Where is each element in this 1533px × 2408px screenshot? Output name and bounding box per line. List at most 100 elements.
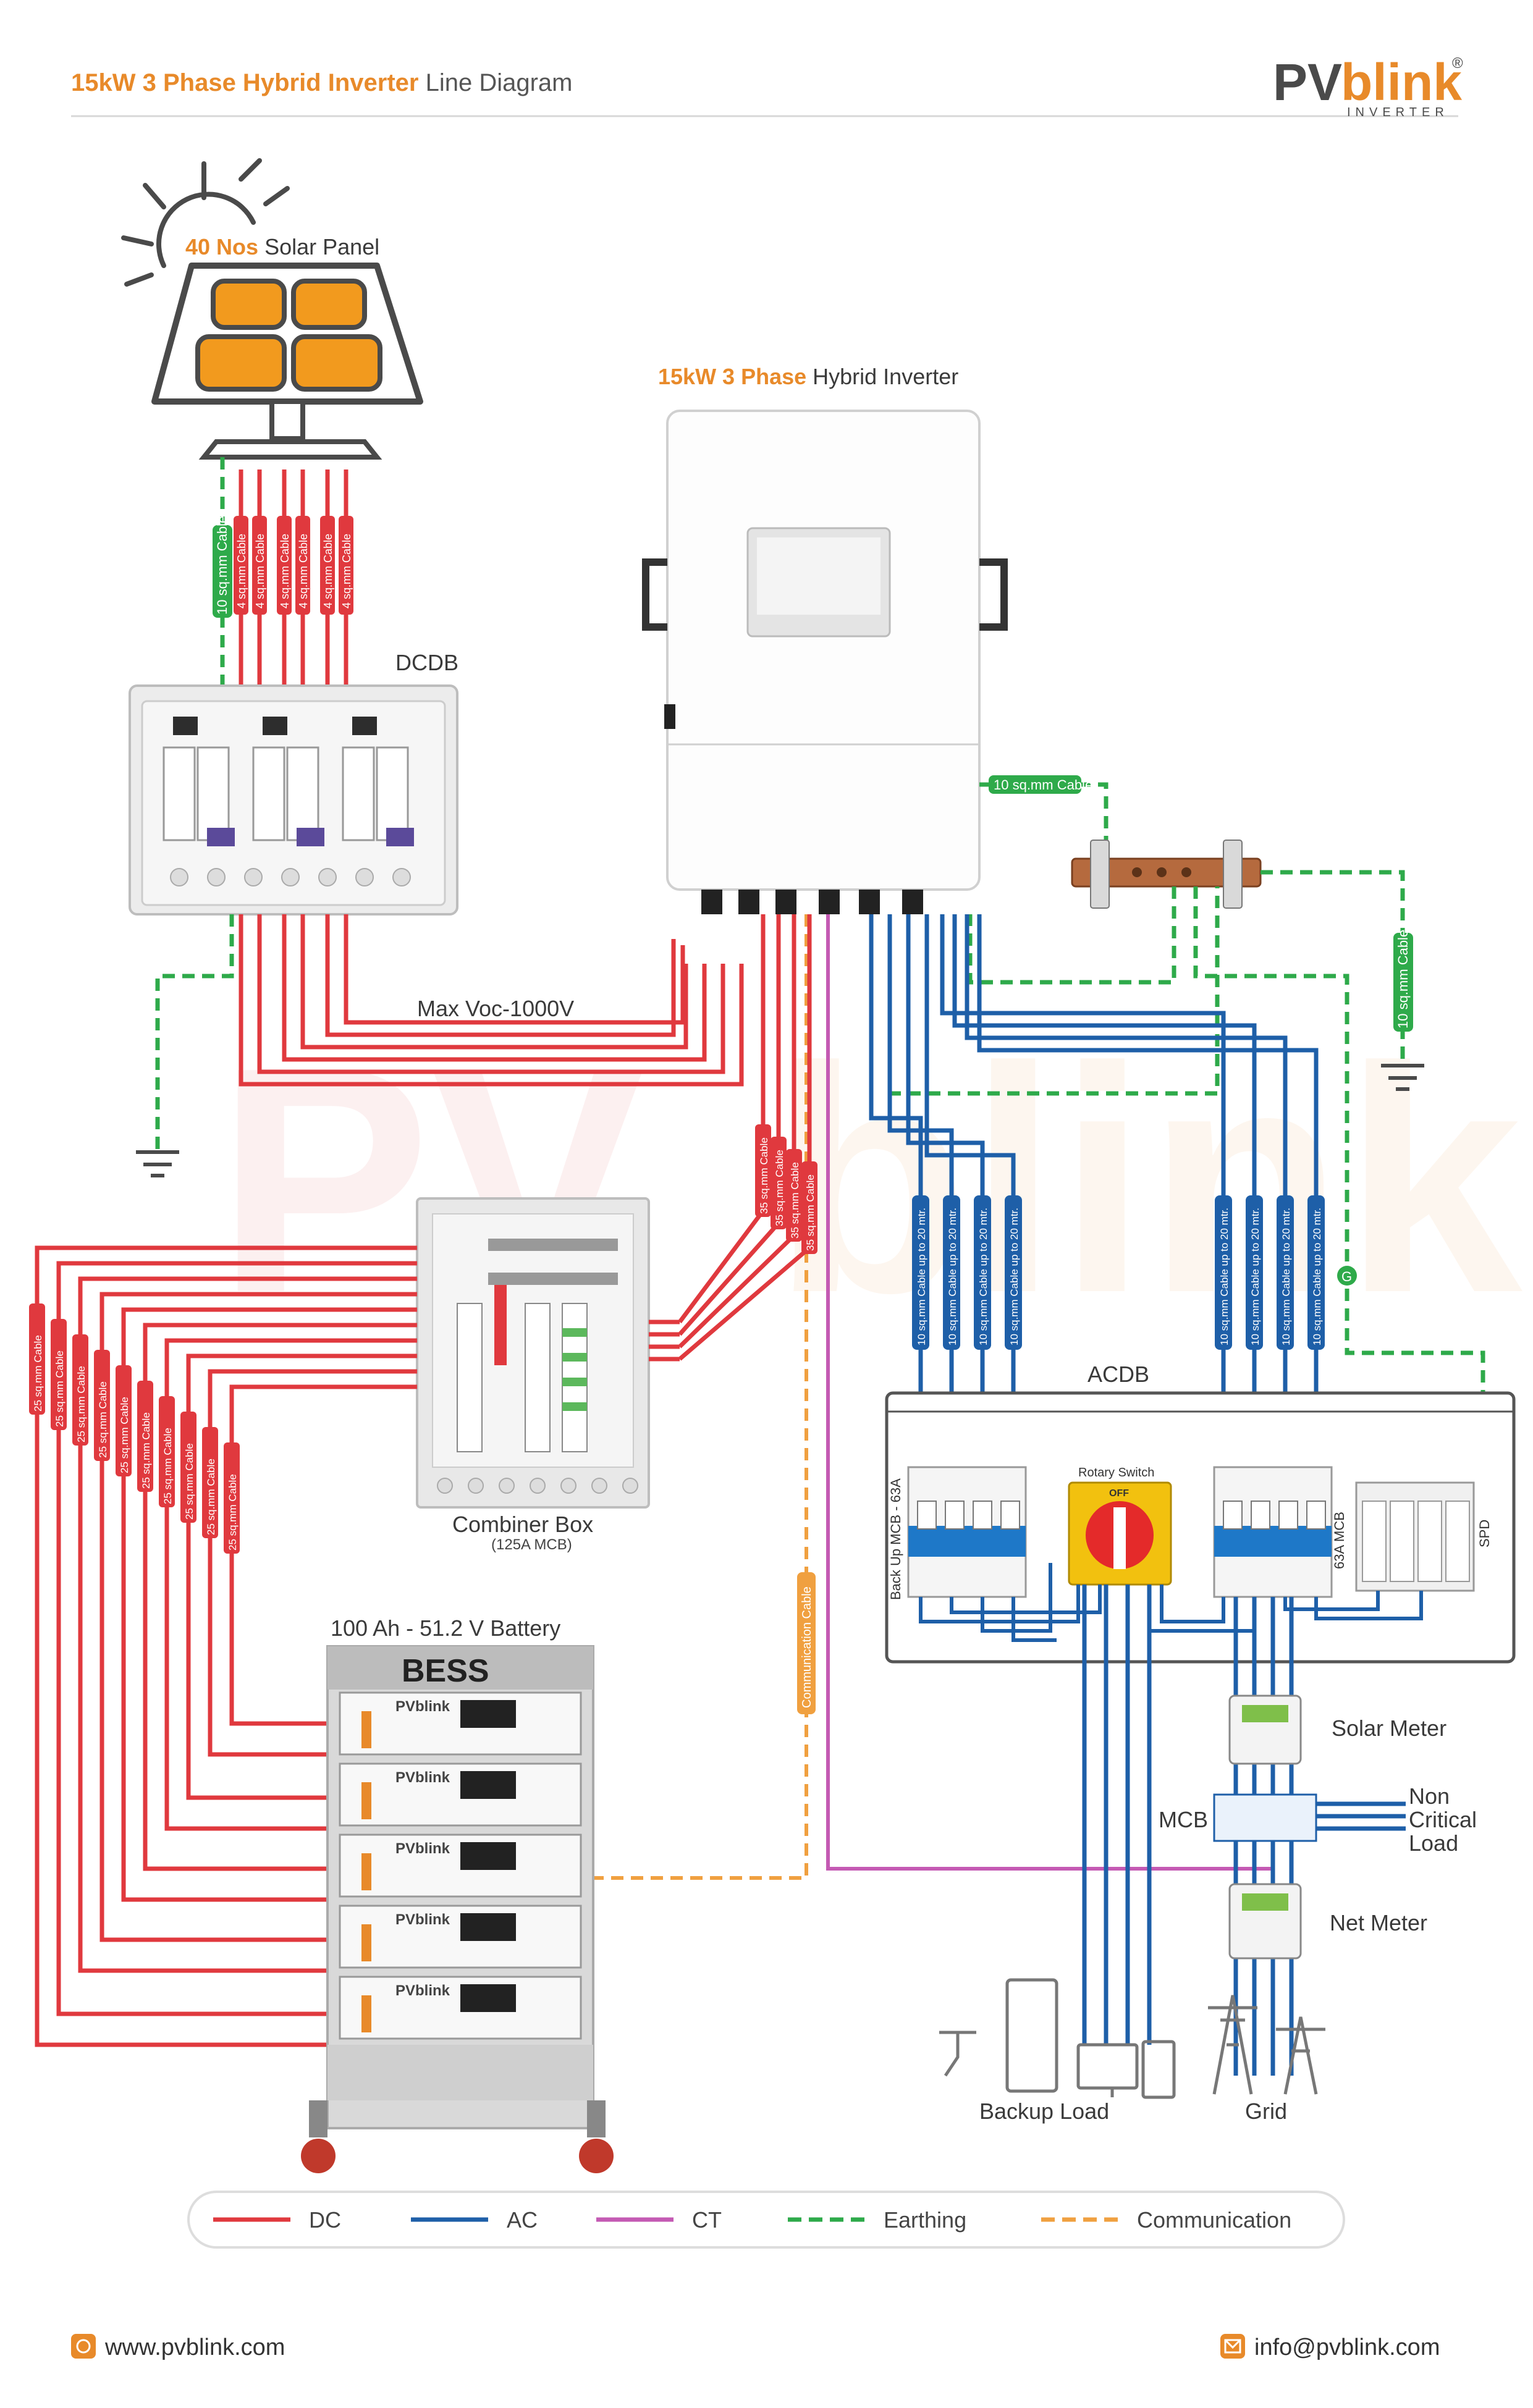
pv-cable-label-6: 4 sq.mm Cable xyxy=(340,534,353,608)
footer-website[interactable]: www.pvblink.com xyxy=(104,2334,285,2360)
bat-cable-label-1: 35 sq.mm Cable xyxy=(758,1137,770,1214)
acdb-label: ACDB xyxy=(1087,1362,1149,1387)
header: 15kW 3 Phase Hybrid Inverter Line Diagra… xyxy=(71,53,1463,119)
earth-busbar xyxy=(1071,840,1262,909)
footer-email[interactable]: info@pvblink.com xyxy=(1254,2334,1440,2360)
ct-line xyxy=(826,914,1273,1871)
combiner-sub-label: (125A MCB) xyxy=(491,1536,572,1553)
battery-brand-5: PVblink xyxy=(395,1982,450,1999)
globe-icon xyxy=(71,2334,96,2359)
svg-text:15kW 3 Phase Hybrid Inverter L: 15kW 3 Phase Hybrid Inverter Line Diagra… xyxy=(71,69,572,96)
battery-label: 100 Ah - 51.2 V Battery xyxy=(331,1615,560,1641)
ac-cable-label-5: 10 sq.mm Cable up to 20 mtr. xyxy=(1218,1208,1230,1345)
dcdb-earth-icon xyxy=(136,1150,179,1177)
battery-brand-3: PVblink xyxy=(395,1840,450,1857)
pv-cable-label-5: 4 sq.mm Cable xyxy=(322,534,334,608)
string-cable-label-7: 25 sq.mm Cable xyxy=(162,1428,174,1504)
brand-reg: ® xyxy=(1452,55,1463,72)
ac-cable-label-2: 10 sq.mm Cable up to 20 mtr. xyxy=(947,1208,958,1345)
battery-brand-2: PVblink xyxy=(395,1769,450,1786)
solar-meter-label: Solar Meter xyxy=(1332,1715,1446,1741)
rotary-switch[interactable]: OFF xyxy=(1068,1481,1172,1586)
rotary-off-label: OFF xyxy=(1109,1488,1129,1499)
combiner-label: Combiner Box xyxy=(452,1512,593,1537)
hybrid-inverter xyxy=(642,410,1008,914)
non-critical-mcb xyxy=(1213,1793,1317,1842)
brand-blink: blink xyxy=(1341,53,1462,111)
combiner-box xyxy=(416,1197,650,1509)
sun-icon xyxy=(121,158,290,287)
legend-label-communication: Communication xyxy=(1137,2207,1291,2233)
string-cable-label-5: 25 sq.mm Cable xyxy=(119,1397,130,1473)
legend-label-ac: AC xyxy=(507,2207,538,2233)
string-cable-label-2: 25 sq.mm Cable xyxy=(54,1350,65,1427)
backup-load-icons xyxy=(939,1978,1176,2099)
solar-qty: 40 Nos xyxy=(185,234,258,259)
main-earth-icon xyxy=(1381,1064,1424,1091)
grid-label: Grid xyxy=(1245,2099,1287,2124)
bess-label: BESS xyxy=(402,1653,489,1689)
string-cable-label-1: 25 sq.mm Cable xyxy=(32,1335,44,1412)
backup-mcb-label: Back Up MCB - 63A xyxy=(888,1478,903,1600)
net-meter-label: Net Meter xyxy=(1330,1910,1427,1935)
inverter-earth xyxy=(979,782,1109,865)
mcb63-label: 63A MCB xyxy=(1332,1512,1347,1569)
title-rest: Line Diagram xyxy=(418,69,572,96)
legend-label-ct: CT xyxy=(692,2207,722,2233)
battery-brand-1: PVblink xyxy=(395,1698,450,1715)
pv-cables: 10 sq.mm Cable 4 sq.mm Cable 4 sq.mm Cab… xyxy=(213,457,353,686)
string-cable-label-3: 25 sq.mm Cable xyxy=(75,1366,87,1442)
max-voc-label: Max Voc-1000V xyxy=(417,996,574,1021)
bat-cable-label-3: 35 sq.mm Cable xyxy=(789,1162,801,1239)
comm-cable-label: Communication Cable xyxy=(800,1586,814,1708)
acdb-box xyxy=(885,1391,1516,1664)
g-tag: G xyxy=(1341,1269,1352,1284)
non-critical-line-1: Non xyxy=(1409,1783,1450,1809)
legend-label-dc: DC xyxy=(309,2207,341,2233)
string-cable-label-4: 25 sq.mm Cable xyxy=(97,1381,109,1458)
earth-cable-label: 10 sq.mm Cable xyxy=(214,516,230,615)
pv-cable-label-1: 4 sq.mm Cable xyxy=(235,534,248,608)
brand-pv: PV xyxy=(1273,53,1342,111)
spd xyxy=(1355,1481,1475,1592)
string-cable-label-8: 25 sq.mm Cable xyxy=(184,1443,195,1520)
string-cable-label-9: 25 sq.mm Cable xyxy=(205,1459,217,1535)
ac-cable-label-3: 10 sq.mm Cable up to 20 mtr. xyxy=(978,1208,989,1345)
svg-text:40 Nos Solar Panel: 40 Nos Solar Panel xyxy=(185,234,379,259)
net-meter xyxy=(1228,1883,1302,1960)
pv-cable-label-3: 4 sq.mm Cable xyxy=(279,534,291,608)
title-accent: 15kW 3 Phase Hybrid Inverter xyxy=(71,69,418,96)
main-earth-label: 10 sq.mm Cable xyxy=(1395,930,1411,1029)
inverter-accent: 15kW 3 Phase xyxy=(658,364,806,389)
non-critical-line-3: Load xyxy=(1409,1830,1458,1856)
battery-brand-4: PVblink xyxy=(395,1911,450,1928)
bat-cable-label-2: 35 sq.mm Cable xyxy=(774,1150,785,1226)
spd-label: SPD xyxy=(1477,1520,1492,1547)
bat-cable-label-4: 35 sq.mm Cable xyxy=(805,1174,816,1251)
svg-text:blink: blink xyxy=(772,1001,1524,1360)
dcdb-earth-line xyxy=(155,914,234,1149)
solar-name: Solar Panel xyxy=(258,234,379,259)
ac-cable-label-6: 10 sq.mm Cable up to 20 mtr. xyxy=(1249,1208,1261,1345)
ac-cable-label-4: 10 sq.mm Cable up to 20 mtr. xyxy=(1008,1208,1020,1345)
grid-tower-icon xyxy=(1208,1995,1325,2095)
backup-load-label: Backup Load xyxy=(979,2099,1109,2124)
mcb-label: MCB xyxy=(1159,1807,1208,1832)
dcdb-label: DCDB xyxy=(395,650,458,675)
brand-logo: PV blink ® INVERTER xyxy=(1273,53,1463,119)
inverter-name: Hybrid Inverter xyxy=(806,364,958,389)
backup-load-lines xyxy=(1082,1585,1152,2045)
battery-rack: BESS PVblink PVblink PVblink PVblink PVb… xyxy=(301,1645,614,2173)
brand-sub: INVERTER xyxy=(1347,106,1449,119)
grid-mcb xyxy=(1213,1466,1333,1598)
ac-cable-label-7: 10 sq.mm Cable up to 20 mtr. xyxy=(1280,1208,1292,1345)
dcdb-to-inverter-dc xyxy=(239,914,744,1087)
footer: www.pvblink.com info@pvblink.com xyxy=(71,2334,1440,2360)
inverter-earth-label: 10 sq.mm Cable xyxy=(994,777,1092,793)
pv-cable-label-4: 4 sq.mm Cable xyxy=(297,534,310,608)
rotary-label: Rotary Switch xyxy=(1078,1466,1154,1480)
backup-mcb xyxy=(907,1466,1027,1598)
string-dc-lines xyxy=(35,1245,417,2047)
ac-cable-label-1: 10 sq.mm Cable up to 20 mtr. xyxy=(916,1208,927,1345)
